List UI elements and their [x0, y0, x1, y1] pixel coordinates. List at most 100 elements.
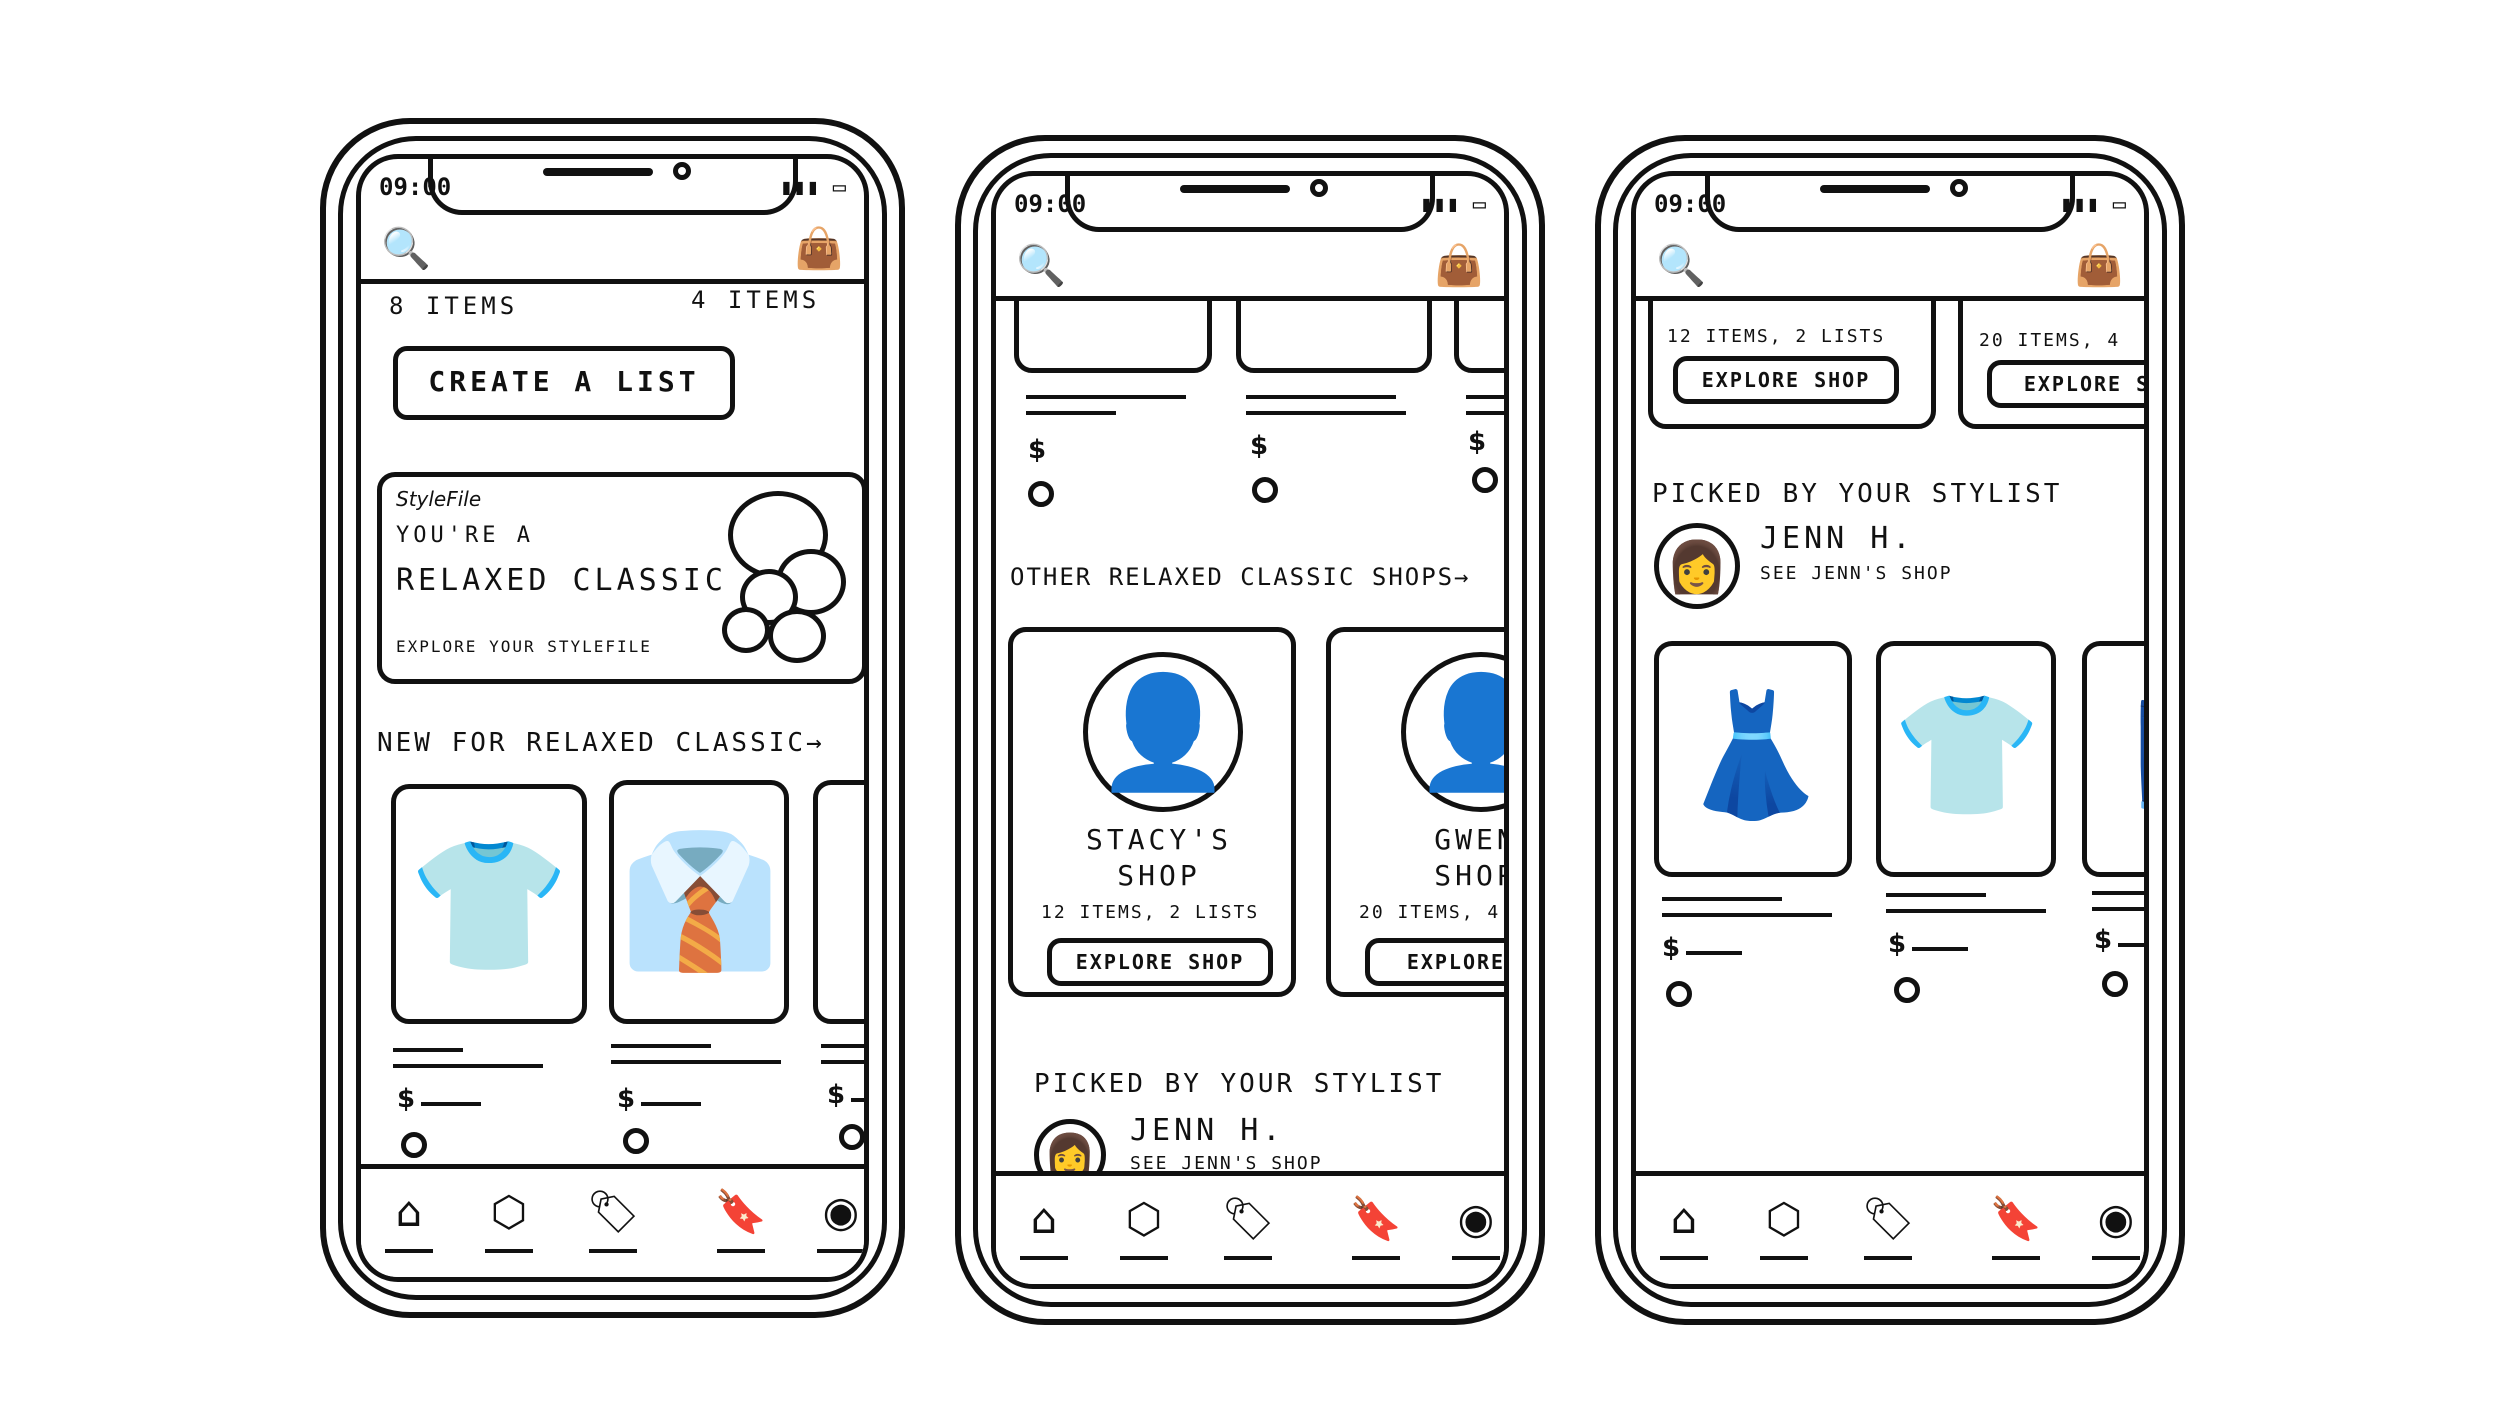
price: $ — [617, 1084, 636, 1114]
phone-2-content: $ $ $ OTHER RELAXED CLASSIC SHOPS→ 👤 STA… — [996, 301, 1504, 1172]
shirt-icon: 👕 — [1892, 686, 2042, 825]
user-avatar-icon: 👤 — [1401, 652, 1504, 812]
status-bar: 09:00 ▮▮▮ ▭ — [1654, 190, 2126, 220]
profile-icon[interactable]: ◉ — [811, 1187, 864, 1253]
style-bubble — [768, 609, 826, 663]
explore-shop-button[interactable]: EXPLORE SHOP — [1047, 938, 1273, 986]
style-bubble — [722, 607, 770, 653]
bookmark-icon[interactable]: 🔖 — [711, 1187, 771, 1253]
favorite-toggle[interactable] — [1472, 467, 1498, 493]
favorite-toggle[interactable] — [1666, 981, 1692, 1007]
shopping-bag-icon[interactable]: 👜 — [2074, 243, 2124, 289]
stylefile-card[interactable]: StyleFile YOU'RE A RELAXED CLASSIC EXPLO… — [377, 472, 864, 684]
search-icon[interactable]: 🔍 — [1656, 243, 1706, 289]
notch — [1065, 176, 1435, 232]
product-card[interactable] — [1236, 301, 1432, 373]
favorite-toggle[interactable] — [1028, 481, 1054, 507]
price: $ — [1028, 435, 1047, 465]
stylefile-style: RELAXED CLASSIC — [396, 563, 727, 598]
tag-icon[interactable]: 🏷 — [1858, 1194, 1918, 1260]
shop-meta: 20 ITEMS, 4 — [1359, 902, 1501, 923]
stylist-shop-link[interactable]: SEE JENN'S SHOP — [1130, 1153, 1323, 1172]
home-icon[interactable]: ⌂ — [1654, 1194, 1714, 1260]
product-card[interactable]: 👔 — [609, 780, 789, 1024]
box-icon[interactable]: ⬡ — [1114, 1194, 1174, 1260]
stylefile-brand: StyleFile — [396, 487, 482, 511]
signal-icon: ▮▮▮ ▭ — [1419, 192, 1486, 217]
bookmark-icon[interactable]: 🔖 — [1346, 1194, 1406, 1260]
shopping-bag-icon[interactable]: 👜 — [794, 226, 844, 272]
stylist-shop-link[interactable]: SEE JENN'S SHOP — [1760, 563, 1953, 584]
signal-icon: ▮▮▮ ▭ — [779, 175, 846, 200]
favorite-toggle[interactable] — [2102, 971, 2128, 997]
explore-shop-button[interactable]: EXPLORE S — [1987, 360, 2144, 408]
status-time: 09:00 — [1654, 190, 1727, 218]
pants-icon: 👖 — [2107, 696, 2144, 814]
price: $ — [1468, 427, 1487, 457]
product-card[interactable]: 👖 — [2082, 641, 2144, 877]
favorite-toggle[interactable] — [839, 1124, 864, 1150]
signal-icon: ▮▮▮ ▭ — [2059, 192, 2126, 217]
section-title-new[interactable]: NEW FOR RELAXED CLASSIC→ — [377, 728, 825, 758]
status-bar: 09:00 ▮▮▮ ▭ — [1014, 190, 1486, 220]
price: $ — [1250, 431, 1269, 461]
search-icon[interactable]: 🔍 — [1016, 243, 1066, 289]
create-list-button[interactable]: CREATE A LIST — [393, 346, 735, 420]
product-card[interactable]: 👕 — [1876, 641, 2056, 877]
product-card[interactable]: 👗 — [1654, 641, 1852, 877]
favorite-toggle[interactable] — [623, 1128, 649, 1154]
product-card[interactable] — [1454, 301, 1504, 373]
price: $ — [1888, 929, 1907, 959]
phone-3-content: 12 ITEMS, 2 LISTS EXPLORE SHOP 20 ITEMS,… — [1636, 301, 2144, 1172]
stylefile-link[interactable]: EXPLORE YOUR STYLEFILE — [396, 637, 652, 656]
shop-name: STACY'S SHOP — [1085, 823, 1232, 892]
tag-icon[interactable]: 🏷 — [1218, 1194, 1278, 1260]
favorite-toggle[interactable] — [401, 1132, 427, 1158]
price: $ — [2094, 925, 2113, 955]
product-card[interactable]: 👕 — [391, 784, 587, 1024]
shop-meta: 20 ITEMS, 4 — [1979, 330, 2121, 351]
stylist-avatar-icon: 👩 — [1654, 523, 1740, 609]
shopping-bag-icon[interactable]: 👜 — [1434, 243, 1484, 289]
explore-shop-button[interactable]: EXPLORE S — [1365, 938, 1504, 986]
status-time: 09:00 — [379, 173, 452, 201]
shop-card[interactable]: 12 ITEMS, 2 LISTS EXPLORE SHOP — [1648, 301, 1936, 429]
price: $ — [827, 1080, 846, 1110]
search-icon[interactable]: 🔍 — [381, 226, 431, 272]
bottom-nav: ⌂ ⬡ 🏷 🔖 ◉ — [1636, 1171, 2144, 1284]
pants-icon: 👖 — [834, 835, 864, 964]
phone-1: 09:00 ▮▮▮ ▭ 🔍 👜 8 ITEMS 4 ITEMS CREATE A… — [320, 118, 905, 1318]
bookmark-icon[interactable]: 🔖 — [1986, 1194, 2046, 1260]
shop-card[interactable]: 20 ITEMS, 4 EXPLORE S — [1958, 301, 2144, 429]
home-icon[interactable]: ⌂ — [1014, 1194, 1074, 1260]
box-icon[interactable]: ⬡ — [479, 1187, 539, 1253]
product-card[interactable]: 👖 — [813, 780, 864, 1024]
section-title-stylist: PICKED BY YOUR STYLIST — [1034, 1069, 1445, 1099]
favorite-toggle[interactable] — [1894, 977, 1920, 1003]
product-card[interactable] — [1014, 301, 1212, 373]
phone-2: 09:00 ▮▮▮ ▭ 🔍 👜 $ $ $ OTHER RELAXED CLAS… — [955, 135, 1545, 1325]
section-title-other-shops[interactable]: OTHER RELAXED CLASSIC SHOPS→ — [1010, 563, 1471, 591]
stylist-avatar-icon: 👩 — [1034, 1119, 1106, 1172]
home-icon[interactable]: ⌂ — [379, 1187, 439, 1253]
shop-card[interactable]: 👤 GWEN SHOP 20 ITEMS, 4 EXPLORE S — [1326, 627, 1504, 997]
shop-card[interactable]: 👤 STACY'S SHOP 12 ITEMS, 2 LISTS EXPLORE… — [1008, 627, 1296, 997]
stylefile-line1: YOU'RE A — [396, 523, 534, 548]
user-avatar-icon: 👤 — [1083, 652, 1243, 812]
profile-icon[interactable]: ◉ — [1446, 1194, 1504, 1260]
notch — [427, 159, 798, 215]
tag-icon[interactable]: 🏷 — [583, 1187, 643, 1253]
tshirt-icon: 👕 — [408, 829, 570, 981]
shop-meta: 12 ITEMS, 2 LISTS — [1041, 902, 1260, 923]
top-bar: 🔍 👜 — [1636, 228, 2144, 301]
favorite-toggle[interactable] — [1252, 477, 1278, 503]
shop-meta: 12 ITEMS, 2 LISTS — [1667, 326, 1886, 347]
profile-icon[interactable]: ◉ — [2086, 1194, 2144, 1260]
status-time: 09:00 — [1014, 190, 1087, 218]
phone-3: 09:00 ▮▮▮ ▭ 🔍 👜 12 ITEMS, 2 LISTS EXPLOR… — [1595, 135, 2185, 1325]
bottom-nav: ⌂ ⬡ 🏷 🔖 ◉ — [361, 1164, 864, 1277]
explore-shop-button[interactable]: EXPLORE SHOP — [1673, 356, 1899, 404]
box-icon[interactable]: ⬡ — [1754, 1194, 1814, 1260]
stylist-name: JENN H. — [1760, 521, 1915, 556]
notch — [1705, 176, 2075, 232]
